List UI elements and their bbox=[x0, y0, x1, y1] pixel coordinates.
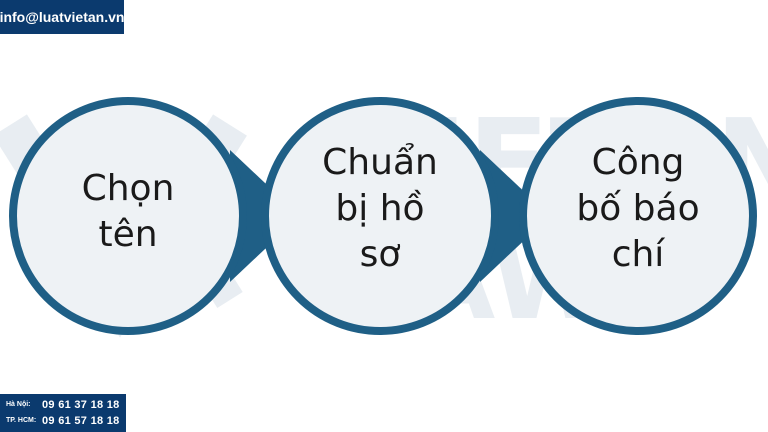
phone-row-hanoi: Hà Nội: 09 61 37 18 18 bbox=[6, 397, 126, 413]
step-1-line-1: Chọn bbox=[81, 168, 175, 209]
step-1-label: Chọn tên bbox=[38, 166, 218, 258]
step-3-line-2: bố báo bbox=[576, 188, 700, 229]
step-2-label: Chuẩn bị hồ sơ bbox=[290, 140, 470, 278]
email-badge[interactable]: info@luatvietan.vn bbox=[0, 0, 124, 34]
phone-number-hcm[interactable]: 09 61 57 18 18 bbox=[42, 415, 120, 427]
step-2-line-2: bị hồ bbox=[335, 188, 425, 229]
step-2-node bbox=[261, 97, 550, 335]
step-3-line-3: chí bbox=[611, 234, 665, 275]
step-1-node bbox=[9, 97, 300, 335]
step-3-node bbox=[519, 97, 757, 335]
phone-city-hcm: TP. HCM: bbox=[6, 417, 37, 424]
step-3-line-1: Công bbox=[591, 142, 685, 183]
step-2-line-1: Chuẩn bbox=[322, 142, 438, 183]
step-3-label: Công bố báo chí bbox=[548, 140, 728, 278]
phone-number-hanoi[interactable]: 09 61 37 18 18 bbox=[42, 399, 120, 411]
phone-city-hanoi: Hà Nội: bbox=[6, 401, 31, 408]
phone-row-hcm: TP. HCM: 09 61 57 18 18 bbox=[6, 413, 126, 429]
step-2-line-3: sơ bbox=[359, 234, 401, 275]
step-1-line-2: tên bbox=[98, 214, 158, 255]
email-text[interactable]: info@luatvietan.vn bbox=[0, 9, 125, 25]
phone-badge: Hà Nội: 09 61 37 18 18 TP. HCM: 09 61 57… bbox=[0, 394, 126, 432]
